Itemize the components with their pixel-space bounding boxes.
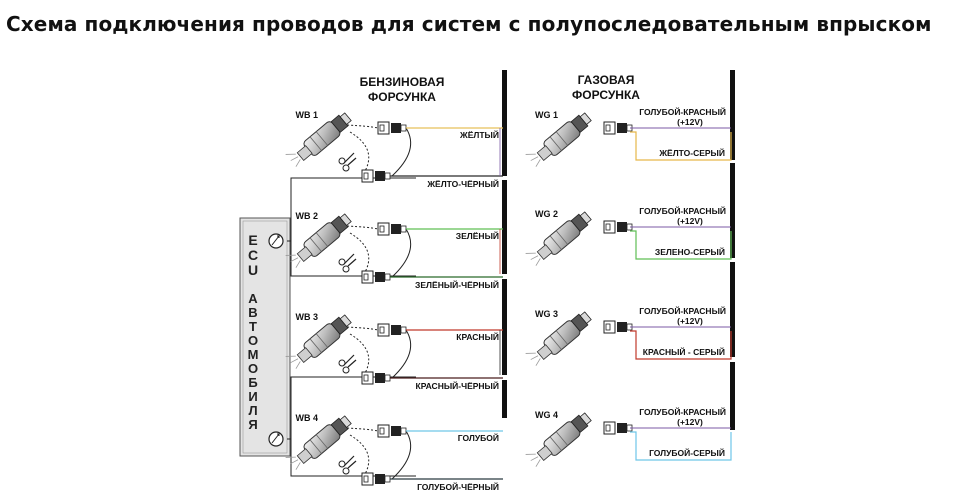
svg-text:М: М	[248, 347, 259, 362]
gas-injector-group: WG 3 ГОЛУБОЙ-КРАСНЫЙ(+12V) КРАСНЫЙ - СЕРЫЙ	[525, 305, 732, 366]
scissors-icon	[338, 354, 357, 374]
petrol-injector-id: WB 2	[296, 211, 319, 221]
petrol-bottom-connector	[361, 270, 391, 284]
gas-injector-id: WG 3	[535, 309, 558, 319]
svg-text:О: О	[248, 361, 258, 376]
petrol-wire-bottom-label: КРАСНЫЙ-ЧЁРНЫЙ	[416, 380, 499, 391]
svg-text:А: А	[248, 291, 258, 306]
gas-plus-label: ГОЛУБОЙ-КРАСНЫЙ	[639, 406, 726, 417]
gas-injector-group: WG 4 ГОЛУБОЙ-КРАСНЫЙ(+12V) ГОЛУБОЙ-СЕРЫЙ	[525, 406, 732, 467]
petrol-wire-top-label: ЗЕЛЁНЫЙ	[456, 230, 499, 241]
gas-connector	[603, 320, 633, 334]
gas-header-line2: ФОРСУНКА	[572, 88, 640, 102]
gas-plus-label: ГОЛУБОЙ-КРАСНЫЙ	[639, 205, 726, 216]
gas-control-label: ЖЁЛТО-СЕРЫЙ	[658, 147, 725, 158]
petrol-wire-bottom-label: ЖЁЛТО-ЧЁРНЫЙ	[426, 178, 499, 189]
petrol-header-line2: ФОРСУНКА	[368, 90, 436, 104]
svg-text:Т: Т	[249, 319, 257, 334]
gas-plus-note: (+12V)	[677, 417, 703, 427]
petrol-top-connector	[377, 323, 407, 337]
petrol-injector-group: WB 3 КРАСНЫЙ КРАСНЫЙ-ЧЁРНЫЙ	[285, 312, 503, 391]
page-title: Схема подключения проводов для систем с …	[6, 12, 932, 36]
gas-injector-icon	[525, 112, 592, 167]
petrol-bottom-connector	[361, 472, 391, 486]
gas-injector-id: WG 1	[535, 110, 558, 120]
petrol-wire-bottom-label: ЗЕЛЁНЫЙ-ЧЁРНЫЙ	[415, 279, 499, 290]
petrol-top-connector	[377, 424, 407, 438]
gas-control-wire	[630, 330, 732, 360]
petrol-wire-top-label: ЖЁЛТЫЙ	[459, 129, 499, 140]
gas-plus-note: (+12V)	[677, 216, 703, 226]
gas-control-label: ГОЛУБОЙ-СЕРЫЙ	[649, 447, 725, 458]
gas-injector-icon	[525, 311, 592, 366]
gas-control-wire	[630, 131, 732, 161]
gas-injector-icon	[525, 412, 592, 467]
gas-plus-note: (+12V)	[677, 316, 703, 326]
petrol-wire-top-label: КРАСНЫЙ	[456, 331, 499, 342]
ecu-driver-2-icon	[268, 431, 284, 447]
gas-injector-id: WG 2	[535, 209, 558, 219]
ecu-letter: C	[248, 247, 258, 263]
petrol-injector-id: WB 3	[296, 312, 319, 322]
petrol-injector-id: WB 4	[296, 413, 319, 423]
ecu-driver-1-icon	[268, 233, 284, 249]
gas-control-wire	[630, 431, 732, 461]
gas-injector-icon	[525, 211, 592, 266]
scissors-icon	[338, 253, 357, 273]
petrol-top-connector	[377, 121, 407, 135]
gas-plus-note: (+12V)	[677, 117, 703, 127]
petrol-wire-bottom-label: ГОЛУБОЙ-ЧЁРНЫЙ	[417, 481, 499, 492]
svg-text:Б: Б	[248, 375, 257, 390]
svg-text:Л: Л	[248, 403, 257, 418]
svg-text:В: В	[248, 305, 257, 320]
gas-control-label: ЗЕЛЕНО-СЕРЫЙ	[655, 246, 725, 257]
svg-text:Я: Я	[248, 417, 257, 432]
petrol-bottom-connector	[361, 371, 391, 385]
petrol-injector-icon	[285, 112, 352, 167]
gas-plus-label: ГОЛУБОЙ-КРАСНЫЙ	[639, 106, 726, 117]
petrol-injector-icon	[285, 415, 352, 470]
petrol-injector-id: WB 1	[296, 110, 319, 120]
gas-connector	[603, 220, 633, 234]
svg-text:О: О	[248, 333, 258, 348]
gas-plus-label: ГОЛУБОЙ-КРАСНЫЙ	[639, 305, 726, 316]
petrol-injector-icon	[285, 314, 352, 369]
gas-connector	[603, 121, 633, 135]
gas-injector-group: WG 2 ГОЛУБОЙ-КРАСНЫЙ(+12V) ЗЕЛЕНО-СЕРЫЙ	[525, 205, 732, 266]
gas-bus	[730, 70, 735, 430]
petrol-bottom-connector	[361, 169, 391, 183]
gas-control-wire	[630, 230, 732, 260]
petrol-injector-icon	[285, 213, 352, 268]
gas-control-label: КРАСНЫЙ - СЕРЫЙ	[643, 346, 725, 357]
petrol-injector-group: WB 1 ЖЁЛТЫЙ ЖЁЛТО-ЧЁРНЫЙ	[285, 110, 503, 189]
ecu-block: E C U А В Т О М О Б И Л Я	[239, 177, 416, 477]
petrol-bus	[502, 70, 507, 418]
gas-header-line1: ГАЗОВАЯ	[578, 73, 635, 87]
gas-connector	[603, 421, 633, 435]
scissors-icon	[338, 152, 357, 172]
petrol-injector-group: WB 2 ЗЕЛЁНЫЙ ЗЕЛЁНЫЙ-ЧЁРНЫЙ	[285, 211, 503, 290]
petrol-top-connector	[377, 222, 407, 236]
petrol-header-line1: БЕНЗИНОВАЯ	[360, 75, 445, 89]
petrol-injector-group: WB 4 ГОЛУБОЙ ГОЛУБОЙ-ЧЁРНЫЙ	[285, 413, 503, 492]
gas-injector-group: WG 1 ГОЛУБОЙ-КРАСНЫЙ(+12V) ЖЁЛТО-СЕРЫЙ	[525, 106, 732, 167]
petrol-wire-top-label: ГОЛУБОЙ	[458, 432, 499, 443]
svg-text:И: И	[248, 389, 257, 404]
ecu-letter: E	[248, 232, 257, 248]
ecu-letter: U	[248, 262, 258, 278]
scissors-icon	[338, 455, 357, 475]
gas-injector-id: WG 4	[535, 410, 558, 420]
